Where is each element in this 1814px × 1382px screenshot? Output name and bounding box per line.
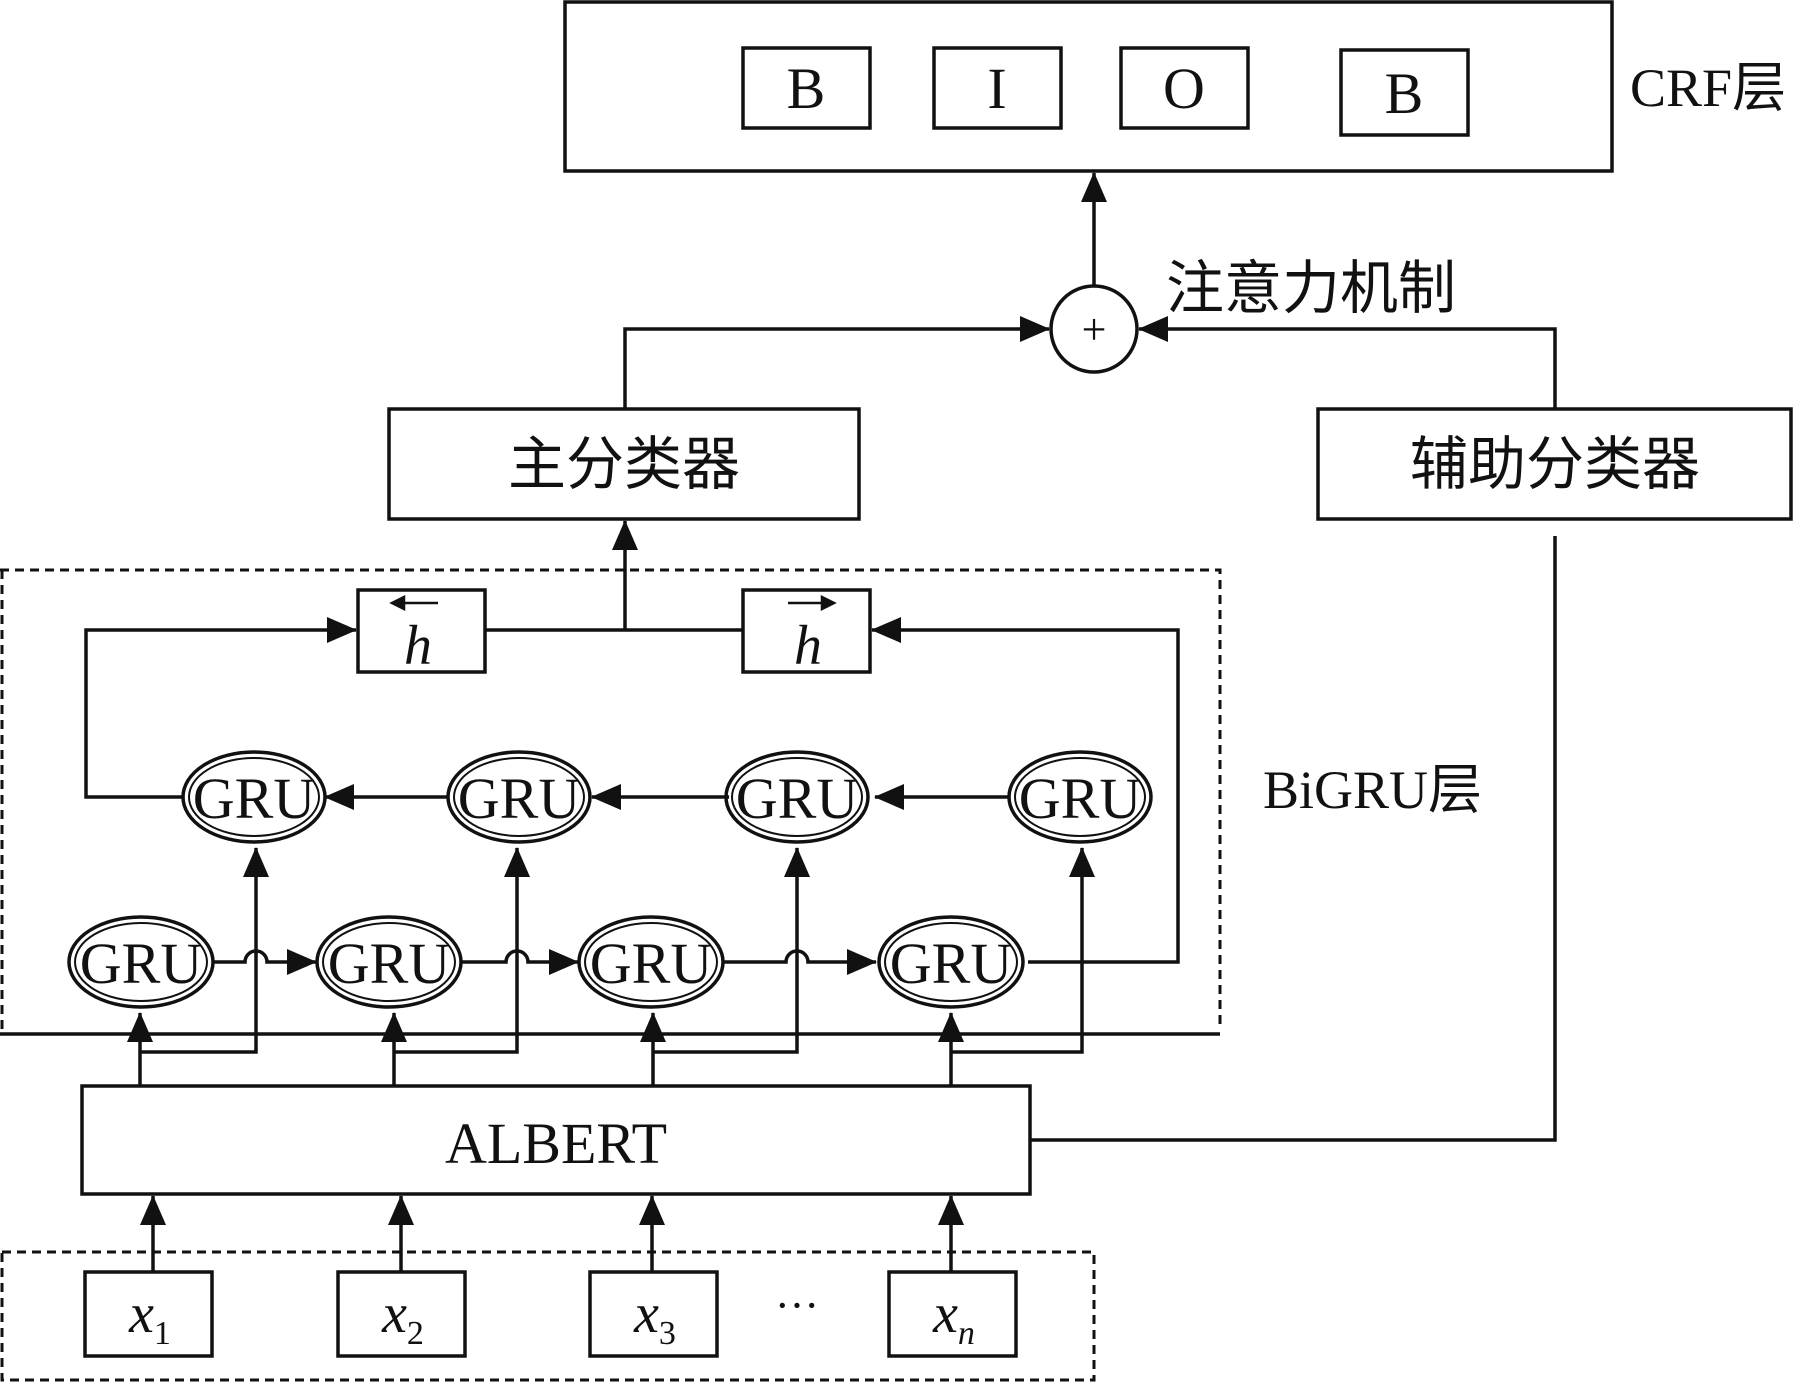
gru-forward-2-inner <box>322 922 456 1002</box>
gru-backward-4-inner <box>1014 757 1146 837</box>
aux-classifier-label: 辅助分类器 <box>1410 432 1700 497</box>
gru-backward-1-inner <box>188 757 320 837</box>
hidden-backward-arrow-head <box>389 594 406 612</box>
bigru-layer-label: BiGRU层 <box>1263 760 1482 820</box>
gru-forward-1-label: GRU <box>80 931 202 996</box>
gru-forward-2-label: GRU <box>328 931 450 996</box>
input-token-4: xn <box>932 1283 975 1352</box>
input-token-2: x2 <box>381 1283 424 1352</box>
aux-to-attention-line <box>1138 316 1557 409</box>
attention-label: 注意力机制 <box>1166 256 1456 321</box>
hidden-forward-arrow-head <box>820 594 837 612</box>
hidden-backward-label: h <box>404 615 432 677</box>
hidden-forward-label: h <box>794 615 822 677</box>
gru-backward-2 <box>446 750 592 844</box>
crf-tag-3: O <box>1163 56 1205 121</box>
gru-backward-3 <box>724 750 870 844</box>
main-to-attention-line <box>623 316 1050 409</box>
input-token-1: x1 <box>128 1283 171 1352</box>
albert-to-gru-b4 <box>951 847 1095 1054</box>
crf-tag-box-2 <box>932 46 1063 130</box>
crf-tag-box-1 <box>741 46 872 130</box>
crf-tag-2: I <box>987 56 1006 121</box>
input-token-box-2 <box>336 1270 467 1358</box>
gru-backward-4-label: GRU <box>1019 766 1141 831</box>
crf-layer-label: CRF层 <box>1630 58 1786 118</box>
albert-to-gru-b2 <box>394 847 530 1054</box>
gru-backward-4 <box>1007 750 1153 844</box>
albert-label: ALBERT <box>445 1111 667 1176</box>
gru-forward-2 <box>315 915 463 1009</box>
crf-tag-1: B <box>787 56 826 121</box>
gru-backward-2-label: GRU <box>458 766 580 831</box>
gru-forward-3-label: GRU <box>590 931 712 996</box>
crf-tag-box-3 <box>1119 46 1250 130</box>
crf-box <box>563 0 1614 173</box>
gru-backward-1 <box>181 750 327 844</box>
gru-forward-3 <box>577 915 725 1009</box>
gru-forward-1 <box>67 915 215 1009</box>
gru-forward-1-inner <box>74 922 208 1002</box>
forward-loop-line <box>871 617 1180 964</box>
gru-backward-3-inner <box>731 757 863 837</box>
gru-backward-2-inner <box>453 757 585 837</box>
gru-fwd-arrow-1 <box>213 949 317 975</box>
input-dashed-region <box>0 1250 1096 1382</box>
albert-to-gru-b1 <box>140 847 269 1054</box>
crf-tag-4: B <box>1385 61 1424 126</box>
attention-circle <box>1049 284 1139 374</box>
main-classifier-label: 主分类器 <box>508 432 740 497</box>
gru-fwd-arrow-3 <box>723 949 877 975</box>
input-token-box-3 <box>588 1270 719 1358</box>
gru-forward-3-inner <box>584 922 718 1002</box>
gru-fwd-arrow-2 <box>462 949 579 975</box>
input-token-3: x3 <box>633 1283 676 1352</box>
backward-loop-line <box>84 617 357 799</box>
gru-forward-4-label: GRU <box>890 931 1012 996</box>
input-token-box-1 <box>83 1270 214 1358</box>
gru-forward-4-inner <box>884 922 1018 1002</box>
input-token-box-4 <box>887 1270 1018 1358</box>
albert-to-gru-b3 <box>653 847 810 1054</box>
albert-to-aux-line <box>1030 536 1557 1142</box>
aux-classifier-box <box>1316 407 1793 521</box>
crf-tag-box-4 <box>1339 48 1470 137</box>
main-classifier-box <box>387 407 861 521</box>
bigru-dashed-region <box>0 568 1222 1030</box>
gru-forward-4 <box>877 915 1025 1009</box>
input-ellipsis: ··· <box>775 1281 819 1330</box>
gru-backward-3-label: GRU <box>736 766 858 831</box>
attention-symbol: + <box>1082 305 1107 354</box>
gru-backward-1-label: GRU <box>193 766 315 831</box>
